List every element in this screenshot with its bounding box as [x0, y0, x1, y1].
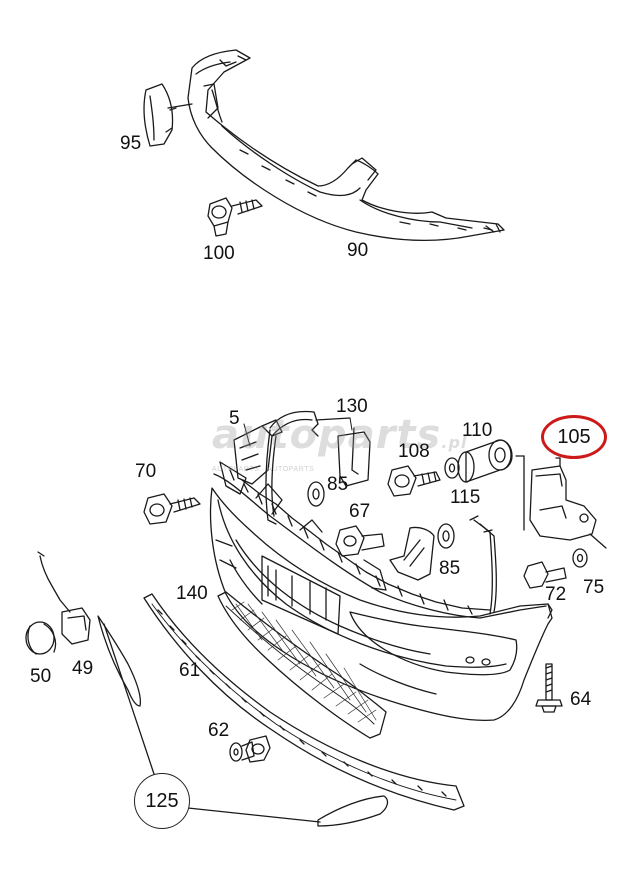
watermark-subtext: AUTOPARTS · AUTOPARTS	[212, 466, 315, 473]
bolt-67	[335, 525, 385, 557]
cover-holder-49	[37, 551, 91, 645]
bracket-5	[233, 419, 283, 485]
bracket-105	[515, 455, 607, 549]
callout-5: 5	[229, 408, 240, 429]
clip-85-upper	[307, 481, 325, 507]
right-bracket	[389, 526, 435, 581]
bolt-72	[523, 561, 567, 589]
callout-130: 130	[336, 396, 368, 417]
screw-108	[387, 465, 441, 497]
callout-110: 110	[462, 420, 493, 441]
clip-64	[535, 663, 563, 713]
callout-67: 67	[349, 501, 371, 522]
callout-85-lower: 85	[439, 558, 461, 579]
callout-108: 108	[398, 441, 430, 462]
washer-115	[444, 457, 460, 479]
callout-64: 64	[570, 689, 592, 710]
callout-140: 140	[176, 583, 208, 604]
screw-100	[207, 197, 263, 237]
lower-grille-140	[217, 591, 387, 739]
bolt-62	[229, 735, 271, 763]
callout-100: 100	[203, 243, 235, 264]
callout-62: 62	[208, 720, 230, 741]
leader-lines	[243, 417, 353, 447]
clip-85-lower	[437, 523, 455, 549]
tow-hook-cover-50	[25, 621, 57, 655]
wire-hook-right	[469, 515, 497, 615]
lower-spoiler-strip-61	[143, 593, 465, 811]
callout-85-upper: 85	[327, 474, 349, 495]
screw-70	[143, 493, 201, 525]
callout-61: 61	[179, 660, 201, 681]
front-bumper-cover	[209, 461, 553, 722]
callout-49: 49	[72, 658, 94, 679]
left-trim-strip	[97, 615, 155, 775]
callout-105-highlighted: 105	[541, 415, 607, 459]
callout-90: 90	[347, 240, 369, 261]
callout-70: 70	[135, 461, 157, 482]
callout-75: 75	[583, 577, 605, 598]
callout-72: 72	[545, 584, 567, 605]
callout-50: 50	[30, 666, 52, 687]
callout-95: 95	[120, 133, 142, 154]
support-strip-85	[337, 431, 371, 487]
callout-125-circled: 125	[134, 773, 190, 829]
watermark-logo: autoparts.pl	[212, 412, 468, 458]
headlamp-washer-cover-95	[143, 83, 193, 147]
upper-bumper-support-90	[187, 49, 505, 242]
spacer-sleeve-110	[457, 439, 513, 483]
right-trim-strip	[187, 795, 389, 827]
callout-115: 115	[450, 487, 481, 508]
wire-bracket-130	[265, 410, 359, 525]
washer-75	[572, 548, 588, 568]
